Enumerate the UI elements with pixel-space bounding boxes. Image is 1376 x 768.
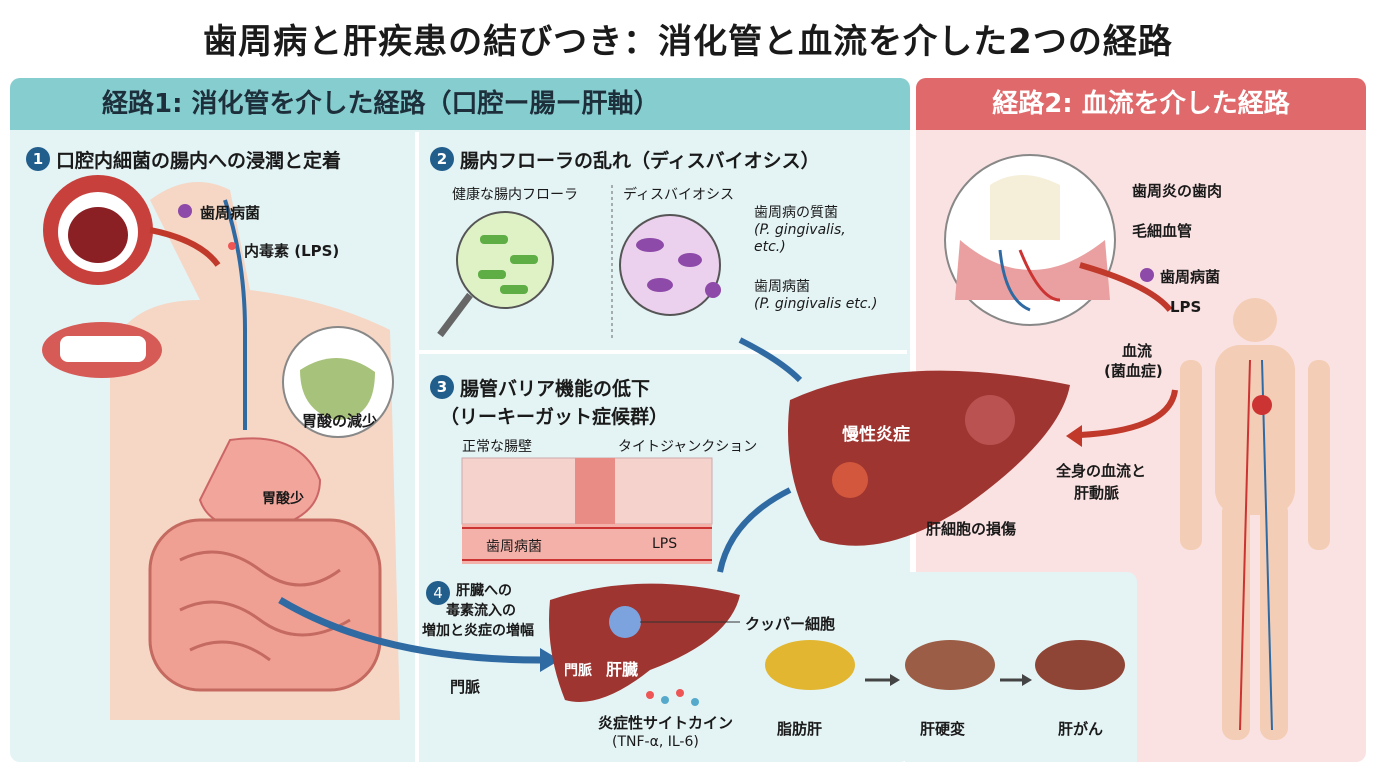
human-circulation-figure — [1180, 298, 1330, 740]
bloodflow-label: 血流 — [1122, 342, 1153, 360]
bacteria-label: 歯周病菌 — [200, 204, 261, 222]
pathobiont-sci-label: (P. gingivalis, etc.) — [754, 222, 846, 255]
capillary-label: 毛細血管 — [1132, 222, 1193, 240]
step-number: 1 — [26, 147, 50, 171]
step2-heading: 2 腸内フローラの乱れ（ディスバイオシス） — [430, 146, 820, 173]
flow-arrow — [717, 487, 792, 573]
lps-dot-icon — [228, 242, 236, 250]
portal-vein-arrow — [278, 596, 541, 664]
portal-vein-label: 門脈 — [450, 678, 481, 696]
systemic-label-line2: 肝動脈 — [1074, 484, 1120, 502]
gut-bacteria-label: 歯周病菌 — [486, 539, 542, 555]
cancer-liver — [1035, 640, 1125, 690]
endotoxin-label: 内毒素 (LPS) — [244, 242, 340, 260]
normal-wall-label: 正常な腸壁 — [462, 439, 532, 455]
bloodstream-to-liver-arrow — [1079, 389, 1178, 438]
dysbiosis-label: ディスバイオシス — [623, 187, 735, 203]
cirrhosis-label: 肝硬変 — [920, 720, 966, 738]
step1-title: 口腔内細菌の腸内への浸潤と定着 — [56, 150, 342, 172]
divider — [415, 132, 419, 762]
step-number: 4 — [426, 581, 450, 605]
step4-title-line2: 毒素流入の — [446, 603, 516, 619]
step4-num-wrap: 4 — [426, 580, 450, 605]
cytokine-label: 炎症性サイトカイン — [598, 714, 734, 732]
step4-title-line3: 増加と炎症の増幅 — [422, 623, 534, 639]
step3-subtitle: （リーキーガット症候群） — [440, 406, 669, 428]
cirrhosis-liver — [905, 640, 995, 690]
cytokine-dots — [646, 689, 699, 706]
route2-lps-label: LPS — [1170, 298, 1202, 316]
step1-heading: 1 口腔内細菌の腸内への浸潤と定着 — [26, 146, 341, 173]
bacteremia-label: (菌血症) — [1104, 362, 1163, 380]
intestines-illustration — [148, 518, 382, 692]
pathobiont-label: 歯周病の質菌 — [754, 205, 838, 221]
gum-label: 歯周炎の歯肉 — [1132, 182, 1223, 200]
kupffer-cell-label: クッパー細胞 — [745, 615, 836, 633]
route1-header: 経路1: 消化管を介した経路（口腔ー腸ー肝軸） — [10, 78, 910, 130]
step2-title: 腸内フローラの乱れ（ディスバイオシス） — [460, 150, 820, 172]
acid-decrease-label: 胃酸の減少 — [302, 412, 378, 430]
step3-title: 腸管バリア機能の低下 — [460, 378, 651, 400]
periodontal-bacteria-label: 歯周病菌 — [754, 279, 810, 295]
page-title: 歯周病と肝疾患の結びつき：消化管と血流を介した2つの経路 — [203, 22, 1173, 62]
portal-vein-inner-label: 門脈 — [564, 663, 592, 679]
divider — [417, 350, 907, 354]
hepatocyte-damage-label: 肝細胞の損傷 — [926, 520, 1017, 538]
liver-label: 肝臓 — [606, 660, 639, 679]
step4-title-line1: 肝臓への — [456, 583, 512, 599]
step3-heading: 3 腸管バリア機能の低下 — [430, 374, 650, 401]
step-number: 2 — [430, 147, 454, 171]
liver-cancer-label: 肝がん — [1058, 720, 1104, 738]
healthy-flora-circle — [456, 211, 554, 309]
chronic-inflammation-label: 慢性炎症 — [842, 425, 910, 445]
bloodstream-arrow — [1079, 262, 1173, 312]
bacteria-icon — [1140, 268, 1154, 282]
healthy-flora-label: 健康な腸内フローラ — [452, 187, 578, 203]
periodontal-bacteria-sci-label: (P. gingivalis etc.) — [754, 296, 878, 312]
bacteria-icon — [178, 204, 192, 218]
low-acid-label: 胃酸少 — [262, 491, 304, 507]
mouth-to-gut-arrow — [149, 227, 221, 267]
small-liver — [549, 583, 740, 702]
fatty-liver-label: 脂肪肝 — [777, 720, 823, 738]
dysbiosis-circle — [619, 214, 721, 316]
systemic-label-line1: 全身の血流と — [1056, 462, 1147, 480]
flow-arrow — [738, 337, 803, 383]
cytokine-sub-label: (TNF-α, IL-6) — [612, 734, 699, 750]
fatty-liver — [765, 640, 855, 690]
tight-junction-label: タイトジャンクション — [618, 439, 758, 455]
route2-header: 経路2: 血流を介した経路 — [916, 78, 1366, 130]
step-number: 3 — [430, 375, 454, 399]
route2-bacteria-label: 歯周病菌 — [1160, 268, 1221, 286]
gut-lps-label: LPS — [652, 536, 678, 552]
